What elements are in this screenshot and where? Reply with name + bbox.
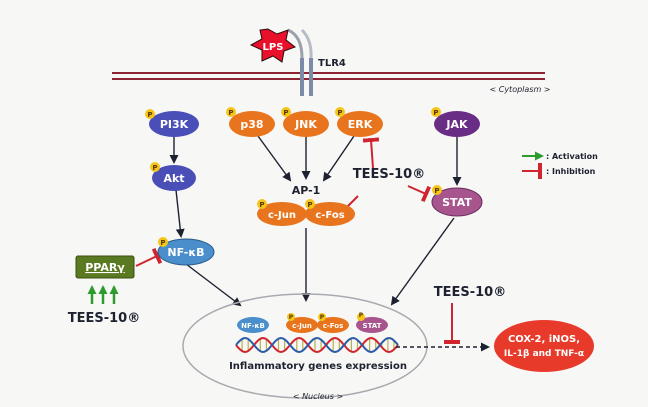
nuclear-phospho-badges: P P P bbox=[287, 312, 365, 321]
nuclear-factor-c-fos: c-Fos bbox=[317, 317, 349, 333]
svg-text:c-Fos: c-Fos bbox=[323, 322, 344, 330]
nucleus-boundary bbox=[182, 293, 428, 399]
node-inflammatory-mediators: COX-2, iNOS, IL-1β and TNF-α bbox=[494, 320, 594, 372]
ap1-label: AP-1 bbox=[292, 184, 321, 197]
inhibit-tees-erk bbox=[362, 137, 380, 169]
svg-text:P: P bbox=[359, 312, 364, 319]
node-ppar-gamma: PPARγ bbox=[75, 255, 135, 279]
svg-text:P: P bbox=[289, 314, 294, 321]
svg-text:IL-1β and TNF-α: IL-1β and TNF-α bbox=[504, 349, 584, 359]
node-nfkb: NF-κB bbox=[157, 238, 215, 266]
phospho-badges: P P P P P P P P bbox=[145, 107, 442, 247]
phospho-badge-nfkb: P bbox=[158, 237, 168, 247]
cell-membrane bbox=[112, 72, 545, 80]
svg-text:p38: p38 bbox=[240, 118, 263, 131]
node-pi3k: PI3K bbox=[149, 111, 199, 137]
phospho-badge-nuc-stat: P bbox=[357, 312, 365, 321]
legend: : Activation : Inhibition bbox=[522, 151, 598, 179]
phospho-badge-erk: P bbox=[335, 107, 345, 117]
node-jnk: JNK bbox=[283, 111, 329, 137]
phospho-badge-pi3k: P bbox=[145, 109, 155, 119]
arrow-nfkb-nucleus bbox=[185, 263, 242, 307]
node-c-fos: c-Fos bbox=[305, 202, 355, 226]
svg-text:P: P bbox=[433, 109, 438, 117]
svg-text:c-Jun: c-Jun bbox=[268, 210, 296, 221]
svg-text:P: P bbox=[259, 201, 264, 209]
svg-text:NF-κB: NF-κB bbox=[167, 246, 204, 259]
cytoplasm-label: < Cytoplasm > bbox=[489, 85, 550, 94]
inhibit-tees-stat bbox=[407, 185, 432, 203]
svg-text:Akt: Akt bbox=[163, 172, 184, 185]
legend-activation-label: : Activation bbox=[546, 152, 598, 161]
node-jak: JAK bbox=[434, 111, 480, 137]
arrow-p38-ap1 bbox=[257, 135, 292, 182]
svg-text:P: P bbox=[152, 164, 157, 172]
svg-text:P: P bbox=[337, 109, 342, 117]
svg-text:STAT: STAT bbox=[363, 322, 382, 330]
svg-text:NF-κB: NF-κB bbox=[241, 322, 265, 330]
phospho-badge-stat: P bbox=[432, 185, 442, 195]
dna-helix-icon bbox=[235, 336, 399, 354]
arrow-erk-ap1 bbox=[322, 135, 355, 182]
arrow-akt-nfkb bbox=[175, 189, 185, 238]
svg-text:JAK: JAK bbox=[445, 118, 468, 131]
phospho-badge-nuc-c-fos: P bbox=[318, 313, 326, 321]
phospho-badge-jnk: P bbox=[281, 107, 291, 117]
nuclear-factor-stat: STAT bbox=[356, 317, 388, 333]
activation-arrows bbox=[169, 135, 462, 307]
tees-label-left: TEES-10® bbox=[68, 311, 140, 326]
nuclear-factor-c-jun: c-Jun bbox=[286, 317, 318, 333]
tees-label-center: TEES-10® bbox=[353, 167, 425, 182]
svg-text:COX-2, iNOS,: COX-2, iNOS, bbox=[508, 334, 580, 345]
phospho-badge-p38: P bbox=[226, 107, 236, 117]
svg-text:c-Jun: c-Jun bbox=[292, 322, 312, 330]
arrow-stat-nucleus bbox=[390, 217, 455, 306]
svg-text:PI3K: PI3K bbox=[160, 118, 189, 131]
phospho-badge-c-jun: P bbox=[257, 199, 267, 209]
tees-label-right: TEES-10® bbox=[434, 285, 506, 300]
svg-text:STAT: STAT bbox=[442, 196, 472, 209]
tlr4-label: TLR4 bbox=[318, 58, 346, 69]
node-akt: Akt bbox=[152, 165, 196, 191]
phospho-badge-jak: P bbox=[431, 107, 441, 117]
legend-inhibition-label: : Inhibition bbox=[546, 167, 596, 176]
svg-text:P: P bbox=[160, 239, 165, 247]
green-activation-arrows bbox=[87, 285, 119, 304]
nuclear-factor-nfkb: NF-κB bbox=[237, 317, 269, 333]
phospho-badge-nuc-c-jun: P bbox=[287, 313, 295, 321]
svg-text:P: P bbox=[307, 201, 312, 209]
tlr4-receptor bbox=[287, 28, 313, 96]
svg-text:c-Fos: c-Fos bbox=[315, 210, 344, 221]
svg-text:P: P bbox=[283, 109, 288, 117]
lps-star-icon bbox=[249, 28, 297, 63]
node-stat: STAT bbox=[431, 187, 483, 217]
svg-text:JNK: JNK bbox=[294, 118, 317, 131]
node-c-jun: c-Jun bbox=[257, 202, 307, 226]
svg-text:P: P bbox=[434, 187, 439, 195]
inhibit-ppar-nfkb bbox=[135, 247, 163, 267]
phospho-badge-akt: P bbox=[150, 162, 160, 172]
phospho-badge-c-fos: P bbox=[305, 199, 315, 209]
svg-text:ERK: ERK bbox=[348, 118, 373, 131]
nucleus-label: < Nucleus > bbox=[293, 392, 343, 401]
node-p38: p38 bbox=[229, 111, 275, 137]
genes-expression-label: Inflammatory genes expression bbox=[229, 361, 407, 372]
svg-text:P: P bbox=[320, 314, 325, 321]
svg-text:P: P bbox=[228, 109, 233, 117]
svg-text:P: P bbox=[147, 111, 152, 119]
lps-label: LPS bbox=[263, 42, 284, 53]
svg-text:PPARγ: PPARγ bbox=[85, 261, 125, 274]
node-erk: ERK bbox=[337, 111, 383, 137]
